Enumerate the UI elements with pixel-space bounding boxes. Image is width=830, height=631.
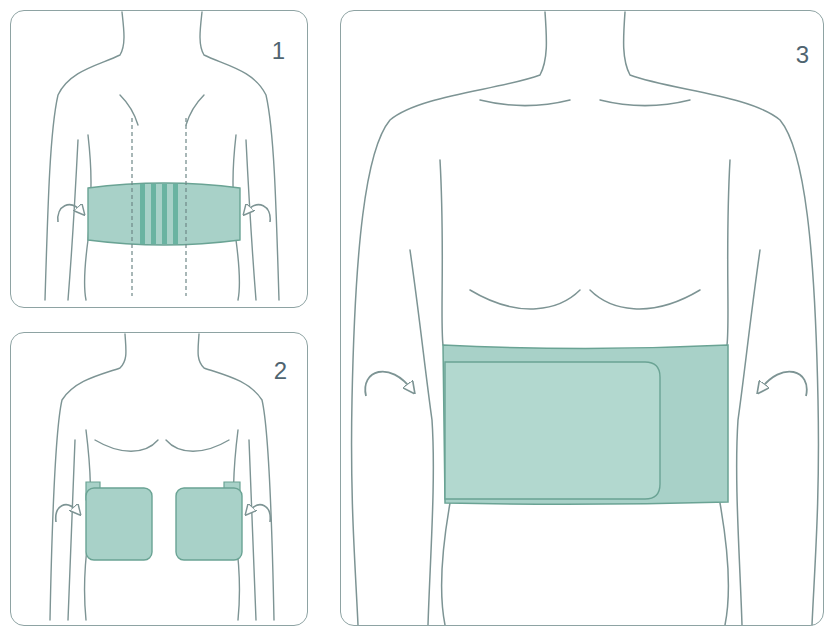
step-panel: 3: [340, 10, 824, 626]
step-panel: 2: [10, 332, 308, 626]
step-panel: 1: [10, 10, 308, 308]
step-number: 2: [274, 359, 287, 383]
step-number: 3: [796, 43, 809, 67]
step-number: 1: [272, 39, 285, 63]
